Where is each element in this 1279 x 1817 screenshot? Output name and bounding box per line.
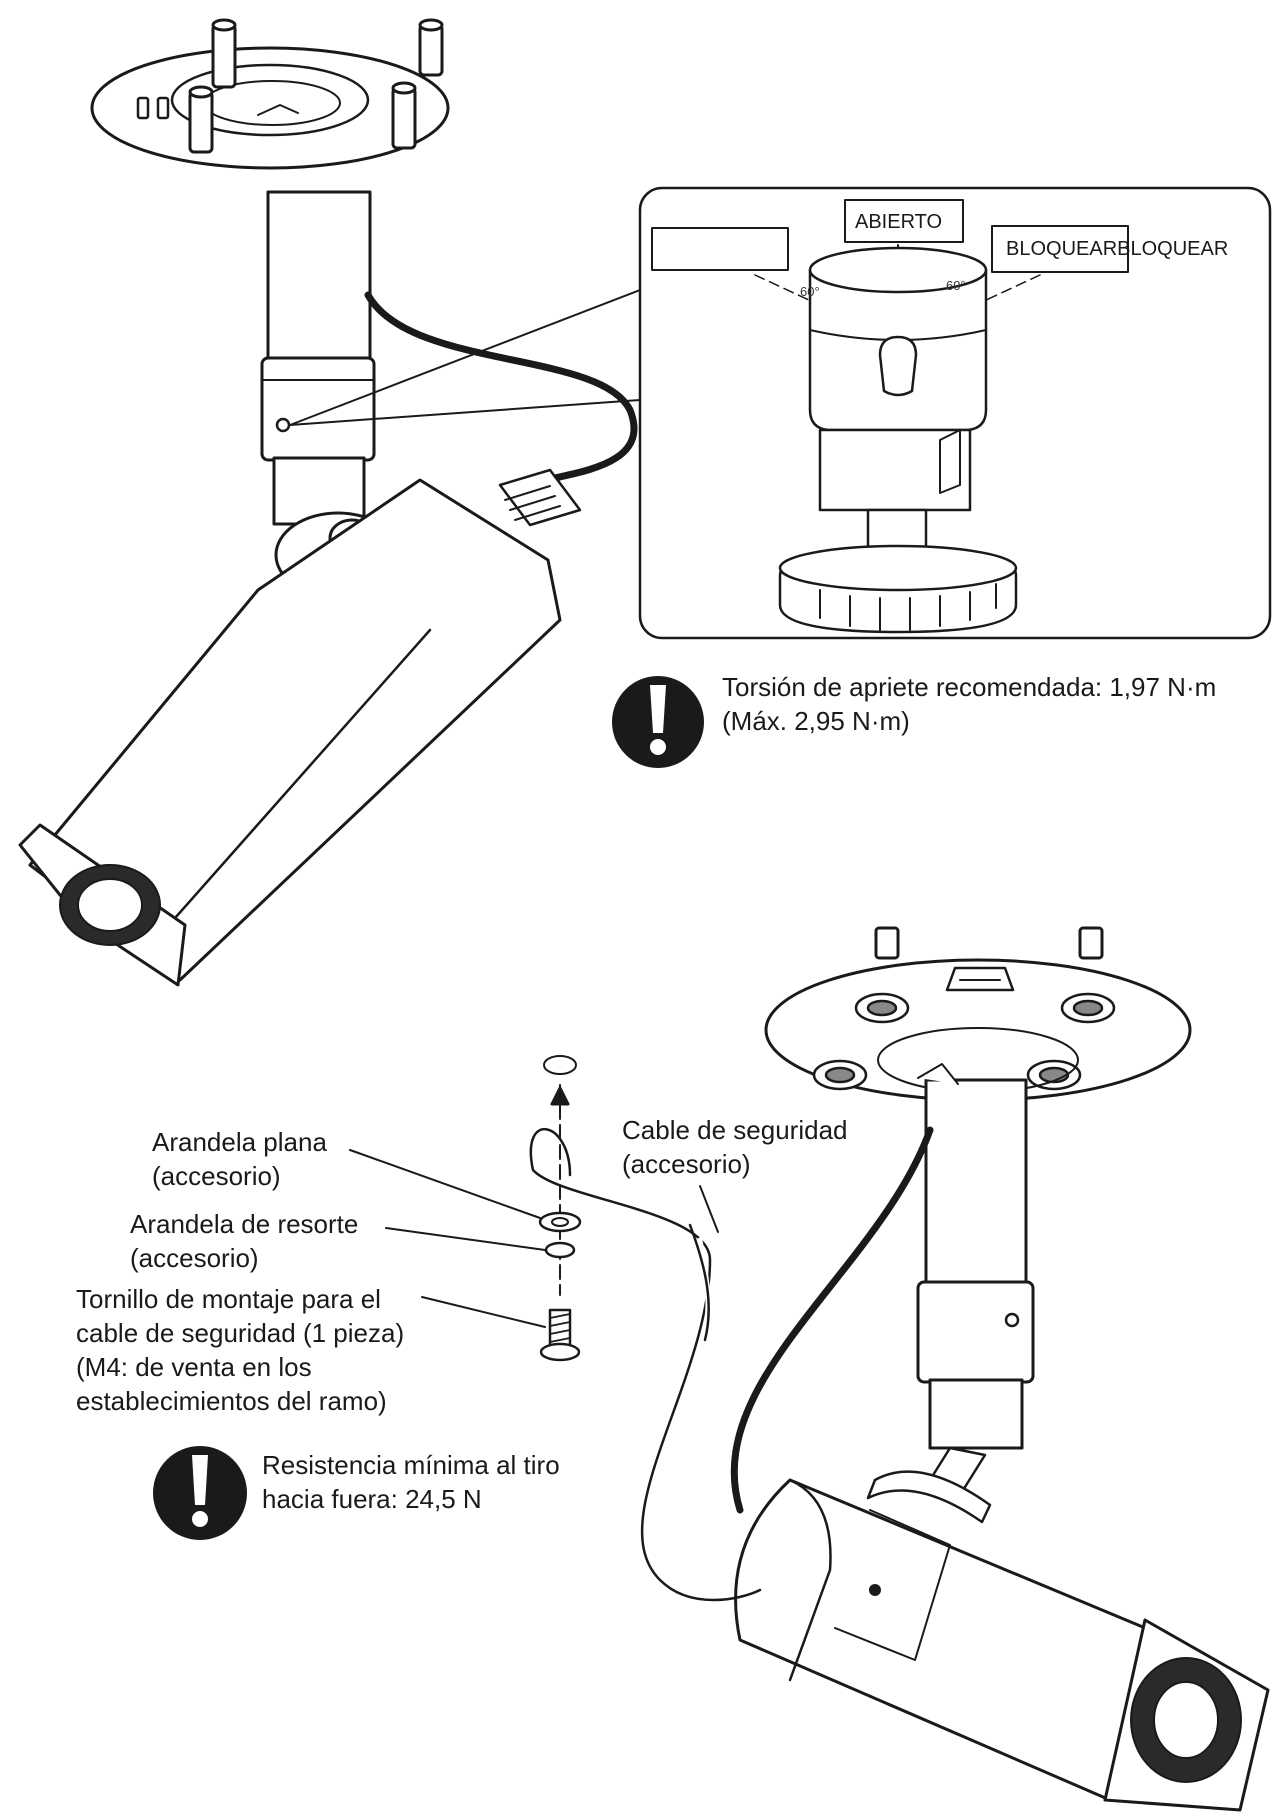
screw-label-line2: cable de seguridad (1 pieza) (76, 1318, 405, 1348)
spring-washer-label: Arandela de resorte (130, 1209, 359, 1239)
callout-leaders (349, 1149, 719, 1328)
exclamation-circle-icon (612, 676, 704, 768)
top-ring-part (543, 1055, 577, 1075)
torque-note-line2: (Máx. 2,95 N·m) (722, 706, 910, 736)
spring-washer-part (544, 1241, 576, 1259)
safety-cable-sub: (accesorio) (622, 1149, 751, 1179)
bottom-mount-pole (924, 1078, 1028, 1292)
bottom-camera-body (734, 1478, 1152, 1802)
inset-left-label-box (651, 227, 789, 271)
exclamation-circle-icon-2 (153, 1446, 247, 1540)
spring-washer-sub: (accesorio) (130, 1243, 259, 1273)
hardware-stack (538, 1055, 582, 1362)
screw-label-line4: establecimientos del ramo) (76, 1386, 387, 1416)
pull-note-line2: hacia fuera: 24,5 N (262, 1484, 482, 1514)
pull-note-line1: Resistencia mínima al tiro (262, 1450, 560, 1480)
bottom-camera-assembly (730, 926, 1270, 1812)
top-mount-pole (266, 190, 372, 364)
safety-cable-label: Cable de seguridad (622, 1115, 848, 1145)
top-camera-assembly (18, 18, 641, 987)
top-camera-cable (364, 291, 638, 482)
screw-label-line1: Tornillo de montaje para el (76, 1284, 381, 1314)
lock-inset: 60° 60° (638, 186, 1272, 640)
inset-lock-label: BLOQUEARBLOQUEAR (1006, 238, 1229, 260)
flat-washer-part (538, 1211, 582, 1233)
flat-washer-sub: (accesorio) (152, 1161, 281, 1191)
inset-open-label-box (844, 199, 964, 243)
top-mount-studs (188, 18, 444, 154)
angle-right-label: 60° (946, 278, 966, 293)
screw-label-line3: (M4: de venta en los (76, 1352, 312, 1382)
flat-washer-label: Arandela plana (152, 1127, 327, 1157)
angle-left-label: 60° (800, 284, 820, 299)
safety-cable (529, 1127, 762, 1602)
inset-open-label: ABIERTO (855, 211, 943, 233)
torque-note-line1: Torsión de apriete recomendada: 1,97 N·m (722, 672, 1217, 702)
inset-lock-label-box (991, 225, 1129, 273)
bottom-mount-feet (812, 992, 1116, 1091)
bottom-camera-cable (730, 1126, 934, 1514)
